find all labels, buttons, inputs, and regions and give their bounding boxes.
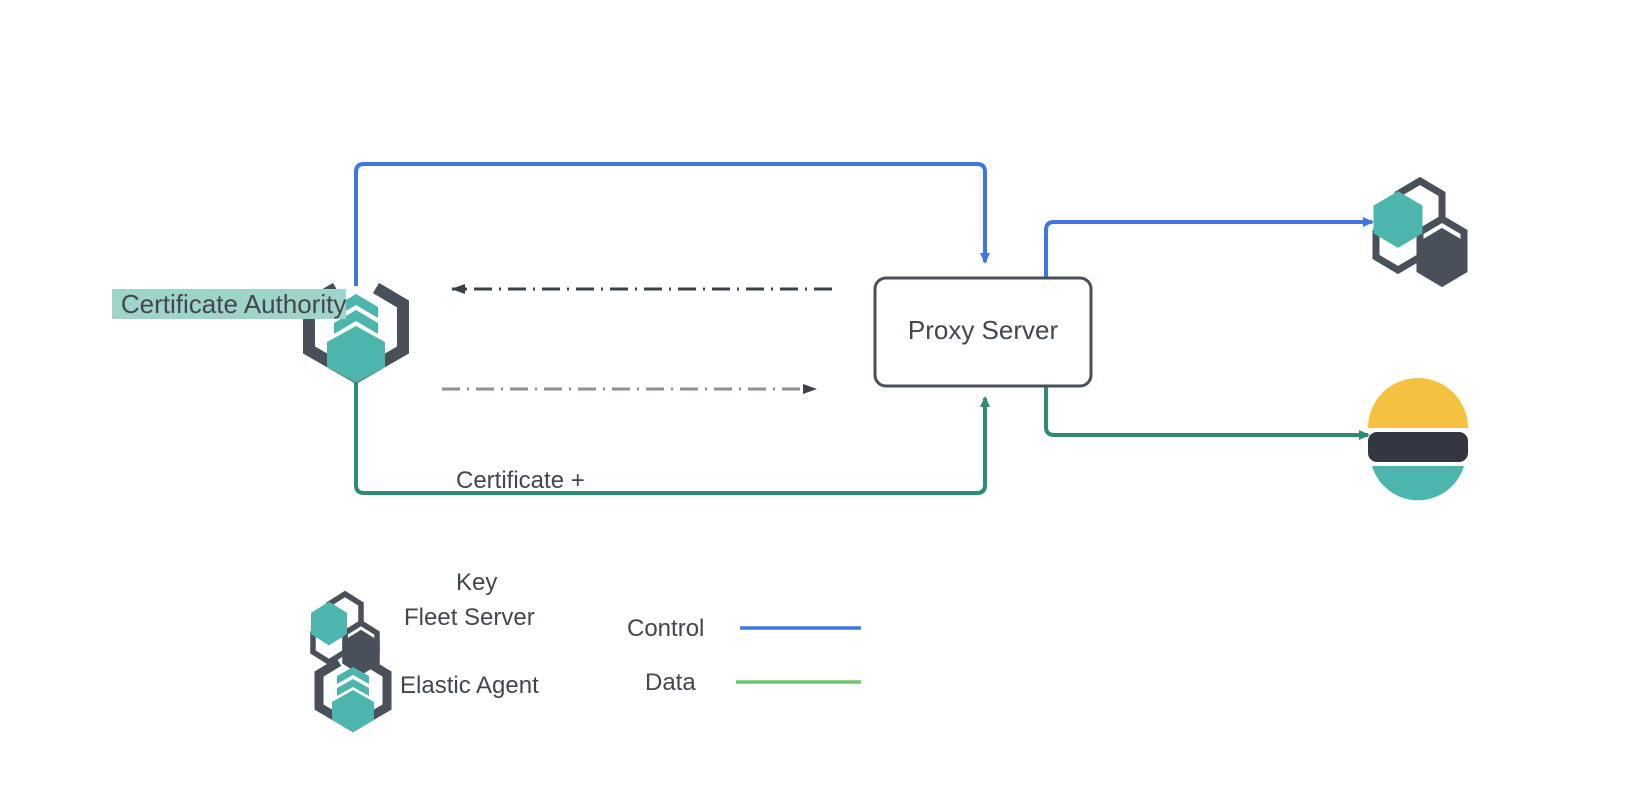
elasticsearch-top-arc <box>1368 378 1468 428</box>
elasticsearch-bar <box>1368 432 1468 462</box>
elasticsearch-bottom-arc <box>1372 466 1464 501</box>
legend-fleet-server-icon <box>310 590 380 676</box>
legend-data-label: Data <box>645 669 696 696</box>
certificate-authority-label-text: Certificate Authority <box>120 289 347 319</box>
legend-elastic-agent-label: Elastic Agent <box>400 672 539 699</box>
edge-ca-to-proxy-data <box>354 378 990 495</box>
certificate-key-line-1: Certificate + <box>456 467 585 494</box>
certificate-key-edge-label: Certificate + Key <box>456 396 585 668</box>
certificate-key-line-2: Key <box>456 569 498 596</box>
proxy-server-box[interactable] <box>873 276 1093 388</box>
edge-proxy-to-elasticsearch-data <box>1044 385 1370 440</box>
edge-ca-to-proxy-control <box>354 162 990 286</box>
legend-control-label: Control <box>627 615 705 642</box>
certificate-authority-label: Certificate Authority <box>92 253 347 355</box>
elasticsearch-icon <box>1368 378 1468 501</box>
fleet-server-icon <box>1372 176 1468 288</box>
legend-fleet-server-label: Fleet Server <box>404 604 535 631</box>
legend-elastic-agent-icon <box>314 658 392 733</box>
edge-proxy-to-fleet-control <box>1044 217 1374 278</box>
proxy-server-label: Proxy Server <box>907 315 1059 345</box>
